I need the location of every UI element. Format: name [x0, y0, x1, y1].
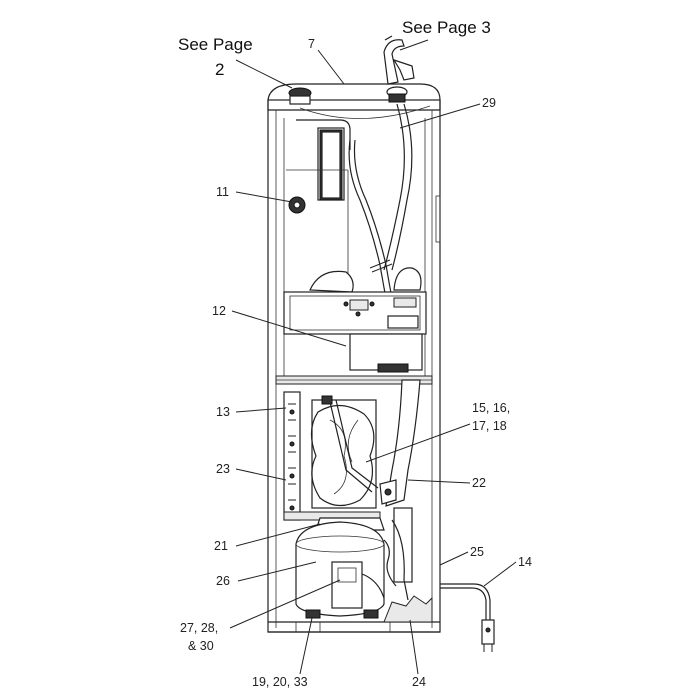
- leader-14: [483, 561, 517, 587]
- condenser: [283, 391, 379, 521]
- callout-24: 24: [412, 675, 426, 689]
- fan-shroud: [311, 399, 377, 509]
- see-page-2-label: See Page: [178, 35, 253, 54]
- callout-27-line2: & 30: [188, 639, 214, 653]
- callout-12: 12: [212, 304, 226, 318]
- compressor: [295, 521, 385, 619]
- callout-22: 22: [472, 476, 486, 490]
- start-relay: [331, 561, 363, 609]
- top-fittings: [288, 86, 408, 105]
- leader-26: [237, 561, 317, 582]
- callout-23: 23: [216, 462, 230, 476]
- leader-see-page-3: [399, 39, 429, 51]
- leader-see-page-2: [235, 59, 293, 89]
- leader-lines: [229, 39, 517, 675]
- callout-15-line2: 17, 18: [472, 419, 507, 433]
- leader-22: [407, 479, 471, 484]
- callout-29: 29: [482, 96, 496, 110]
- leader-27: [229, 579, 341, 629]
- drain-tube: [379, 379, 421, 507]
- callout-27-line1: 27, 28,: [180, 621, 218, 635]
- callout-13: 13: [216, 405, 230, 419]
- leader-21: [235, 523, 321, 547]
- leader-24: [409, 619, 419, 675]
- power-cord: [440, 583, 495, 652]
- callout-26: 26: [216, 574, 230, 588]
- base-panel: [383, 595, 433, 623]
- callout-14: 14: [518, 555, 532, 569]
- right-tubing: [383, 507, 413, 601]
- callout-25: 25: [470, 545, 484, 559]
- leader-15: [365, 423, 471, 463]
- faucet: [383, 35, 415, 85]
- leader-11: [235, 191, 293, 203]
- see-page-2-number: 2: [215, 60, 224, 79]
- callout-11: 11: [216, 185, 229, 199]
- leader-13: [235, 407, 287, 413]
- callout-labels: See Page 2 See Page 3 7 29 11 12 13 15, …: [178, 18, 532, 689]
- see-page-3-label: See Page 3: [402, 18, 491, 37]
- leader-29: [399, 103, 481, 129]
- leader-23: [235, 468, 287, 481]
- callout-19: 19, 20, 33: [252, 675, 308, 689]
- leader-7: [317, 49, 345, 85]
- callout-21: 21: [214, 539, 228, 553]
- leader-19: [299, 617, 313, 675]
- leader-12: [231, 310, 347, 347]
- callout-7: 7: [308, 37, 315, 51]
- callout-15-line1: 15, 16,: [472, 401, 510, 415]
- hot-tube: [383, 103, 405, 271]
- control-panel: [283, 291, 427, 373]
- leader-25: [439, 551, 469, 566]
